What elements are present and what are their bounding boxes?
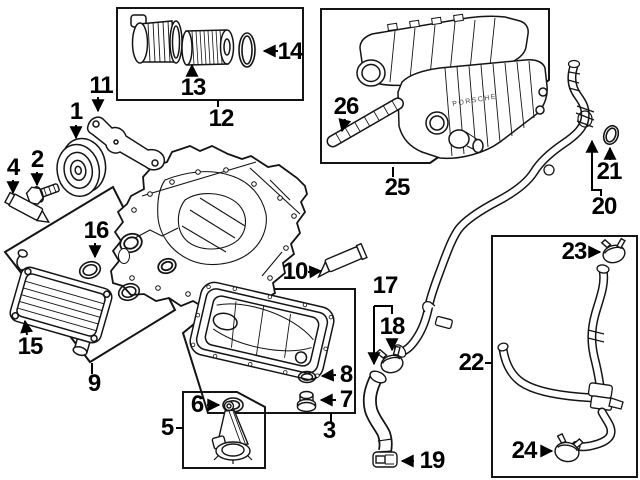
hose-assembly xyxy=(497,264,624,452)
lower-oil-pan xyxy=(189,281,335,381)
leader-17-bracket xyxy=(374,305,393,314)
callout-23: 23 xyxy=(561,238,588,265)
oil-level-sensor xyxy=(211,400,253,464)
callout-17: 17 xyxy=(372,272,399,299)
leader-8 xyxy=(320,368,337,382)
callout-12: 12 xyxy=(208,105,235,132)
crankshaft-pulley xyxy=(56,137,107,197)
intake-manifold: PORSCHE xyxy=(356,13,548,160)
leader-10 xyxy=(307,265,323,279)
hose-clamp-23 xyxy=(600,237,626,264)
callout-5: 5 xyxy=(160,414,174,441)
coolant-pipe xyxy=(393,59,595,358)
coolant-hose xyxy=(362,370,393,453)
callout-13: 13 xyxy=(180,74,207,101)
pipe-o-ring xyxy=(602,124,620,146)
callout-19: 19 xyxy=(419,447,446,474)
leader-20 xyxy=(585,139,602,196)
callout-24: 24 xyxy=(511,437,538,464)
hose-clamp-19 xyxy=(372,451,398,468)
leader-26 xyxy=(338,118,352,133)
sealant-tube-right xyxy=(317,242,368,279)
callout-11: 11 xyxy=(89,72,113,99)
guide-rail-bracket xyxy=(86,116,166,171)
callout-4: 4 xyxy=(6,154,20,181)
callout-7: 7 xyxy=(339,386,353,413)
callout-6: 6 xyxy=(190,391,204,418)
hose-clamp-18 xyxy=(375,345,404,374)
box-oil-filter-kit xyxy=(116,7,304,101)
callout-16: 16 xyxy=(83,217,110,244)
callout-leaders xyxy=(6,44,617,468)
callout-22: 22 xyxy=(458,349,485,376)
hose-clamp-24 xyxy=(554,432,584,463)
oil-cooler xyxy=(9,249,113,357)
oil-filter-housing-cap xyxy=(130,14,183,64)
oil-filter-o-ring xyxy=(238,32,256,68)
oil-drain-plug xyxy=(296,390,317,413)
callout-14: 14 xyxy=(277,38,304,65)
oil-filter-element xyxy=(181,29,235,66)
callout-15: 15 xyxy=(17,333,44,360)
callout-2: 2 xyxy=(30,146,44,173)
callout-25: 25 xyxy=(384,174,411,201)
drain-plug-seal xyxy=(297,370,317,384)
box-oil-level-sensor xyxy=(182,391,266,469)
oil-cooler-seals xyxy=(78,260,141,302)
breather-hose xyxy=(326,97,404,148)
callout-26: 26 xyxy=(333,93,360,120)
callout-18: 18 xyxy=(379,313,406,340)
callout-3: 3 xyxy=(322,417,336,444)
callout-10: 10 xyxy=(282,258,309,285)
leader-15 xyxy=(20,319,34,336)
engine-block-art xyxy=(110,145,308,312)
callout-21: 21 xyxy=(596,158,623,185)
callout-8: 8 xyxy=(339,361,353,388)
pulley-bolt xyxy=(25,183,60,205)
callout-9: 9 xyxy=(87,370,101,397)
box-hose-assembly xyxy=(491,235,638,478)
callout-1: 1 xyxy=(69,98,83,125)
callout-20: 20 xyxy=(591,193,618,220)
